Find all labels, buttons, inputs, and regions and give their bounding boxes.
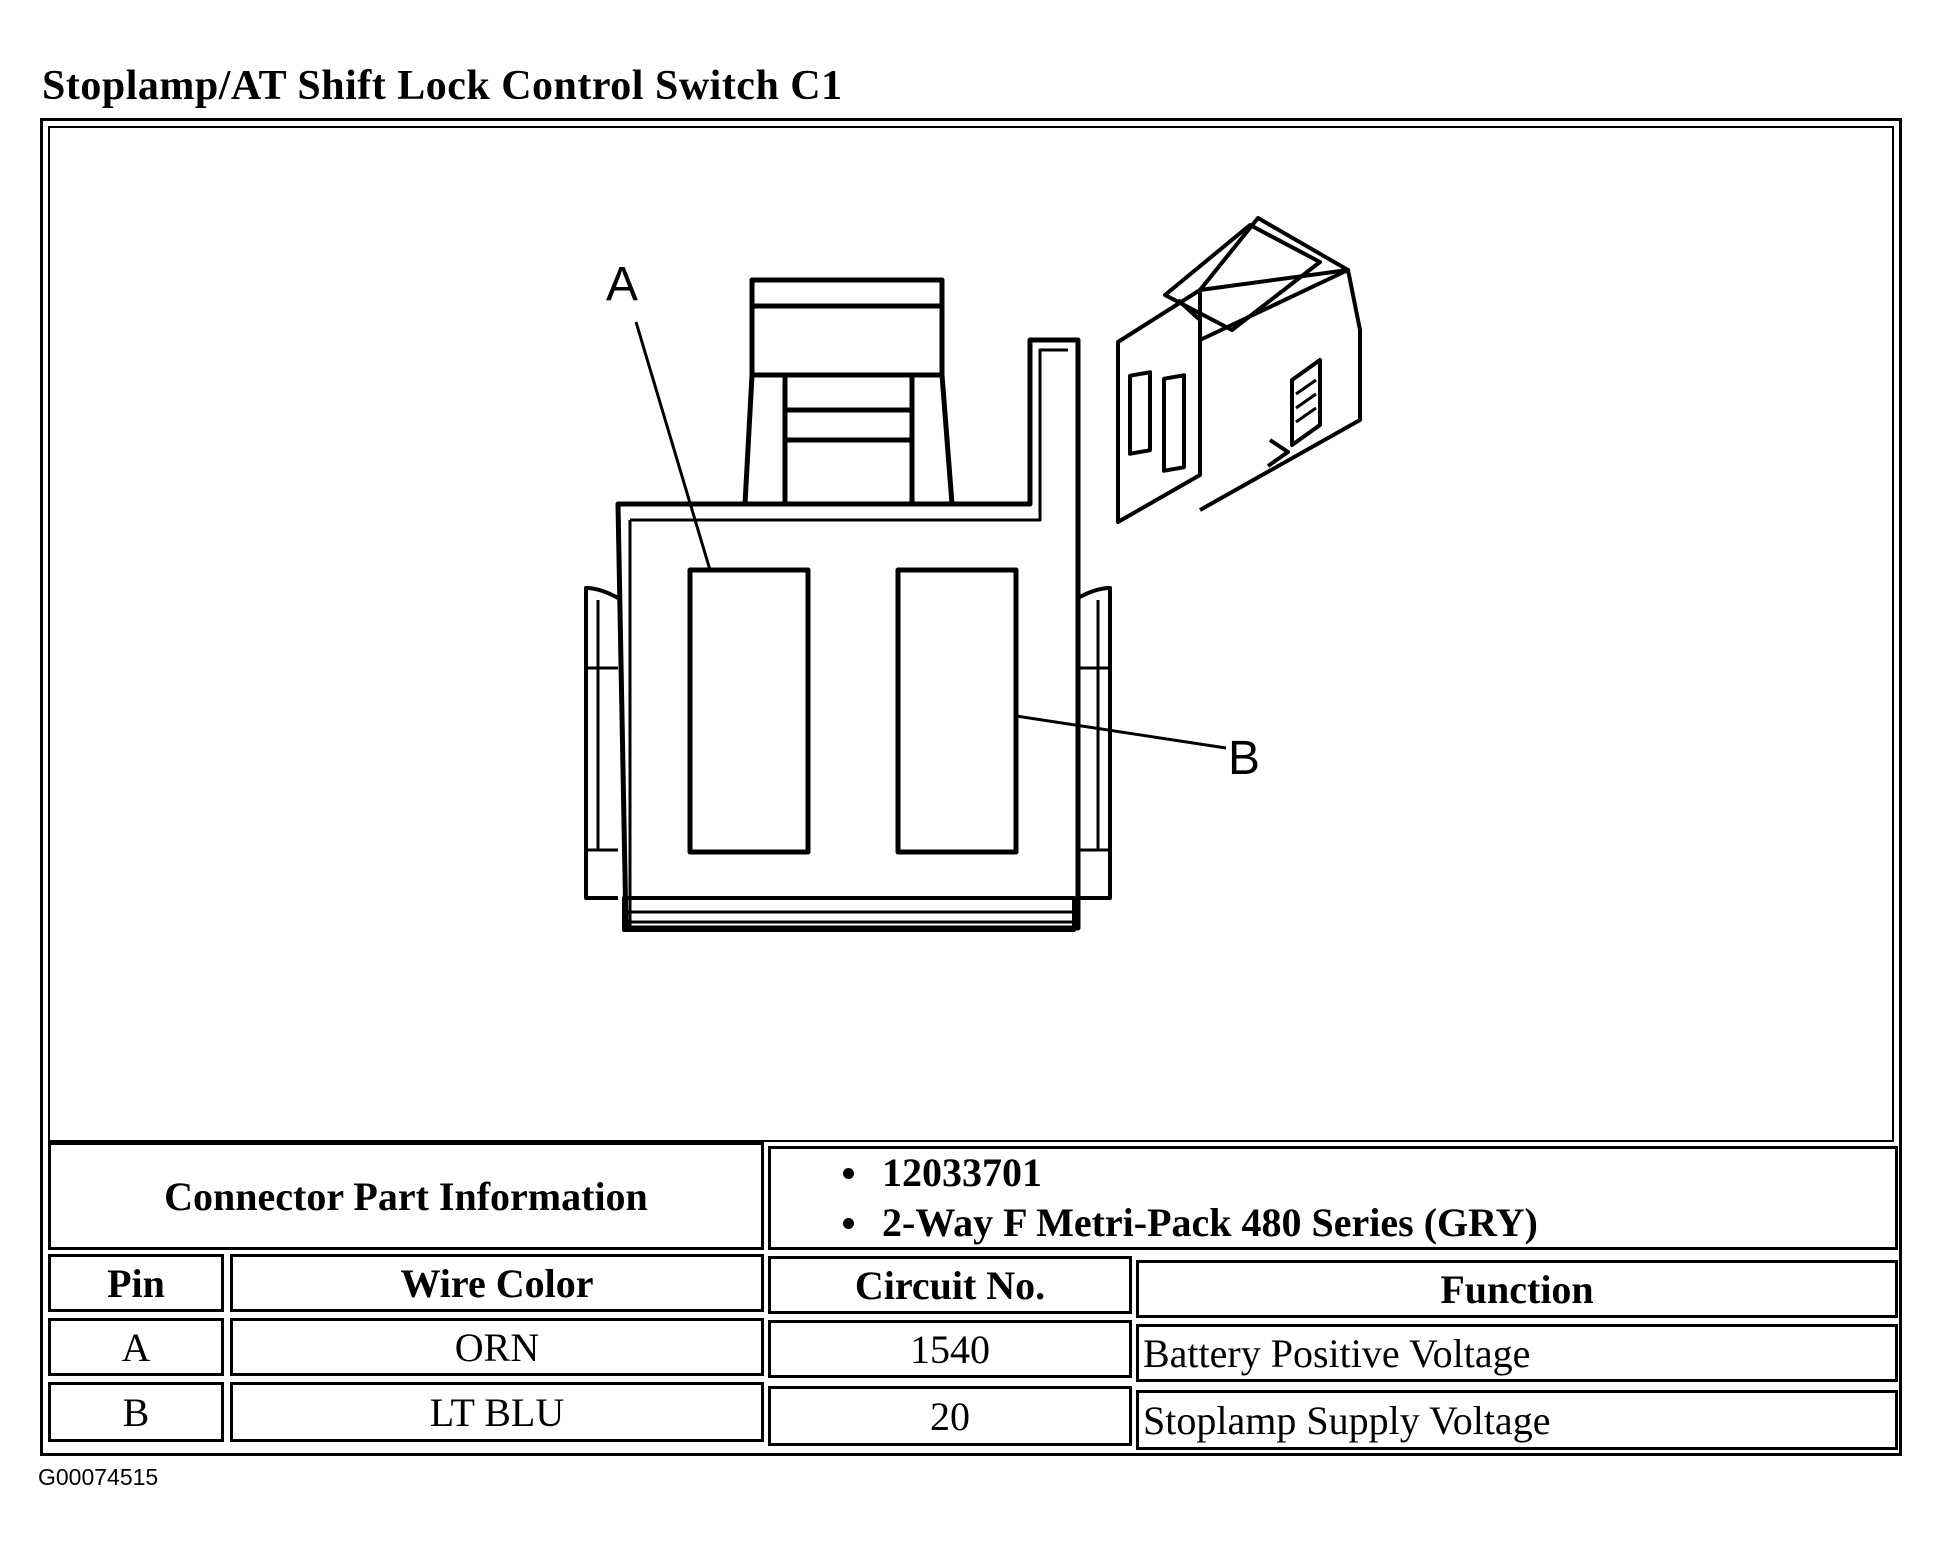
table-row-a-circuit-no: 1540 [768,1320,1132,1378]
leader-line-b [1015,714,1227,750]
connector-info-label: Connector Part Information [48,1142,764,1250]
part-number-item: 12033701 [843,1149,1538,1198]
leader-line-a [634,321,712,571]
table-row-b-wire-color: LT BLU [230,1382,764,1442]
connector-part-list: 12033701 2-Way F Metri-Pack 480 Series (… [843,1149,1538,1247]
terminal-cavity-b [895,567,1019,855]
header-wire-color: Wire Color [230,1254,764,1312]
terminal-cavity-a [687,567,811,855]
header-circuit-no: Circuit No. [768,1256,1132,1314]
header-pin: Pin [48,1254,224,1312]
connector-isometric-view [1116,216,1362,524]
page-title: Stoplamp/AT Shift Lock Control Switch C1 [42,63,843,109]
outer-frame [40,118,1902,1456]
bullet-icon [843,1217,854,1229]
table-row-b-pin: B [48,1382,224,1442]
bullet-icon [843,1167,854,1179]
table-row-a-pin: A [48,1318,224,1376]
header-function: Function [1136,1260,1898,1318]
right-side-rail [1077,586,1112,900]
part-description-item: 2-Way F Metri-Pack 480 Series (GRY) [843,1198,1538,1247]
connector-info-details: 12033701 2-Way F Metri-Pack 480 Series (… [768,1146,1898,1250]
table-row-a-wire-color: ORN [230,1318,764,1376]
table-row-a-function: Battery Positive Voltage [1136,1324,1898,1382]
callout-label-a: A [606,258,638,311]
table-row-b-function: Stoplamp Supply Voltage [1136,1390,1898,1450]
connector-latch-tab [742,277,955,505]
callout-label-b: B [1228,732,1260,785]
table-row-b-circuit-no: 20 [768,1386,1132,1446]
connector-body [615,337,1081,931]
diagram-frame [48,126,1894,1142]
figure-id: G00074515 [38,1464,159,1490]
left-side-rail [584,586,619,900]
